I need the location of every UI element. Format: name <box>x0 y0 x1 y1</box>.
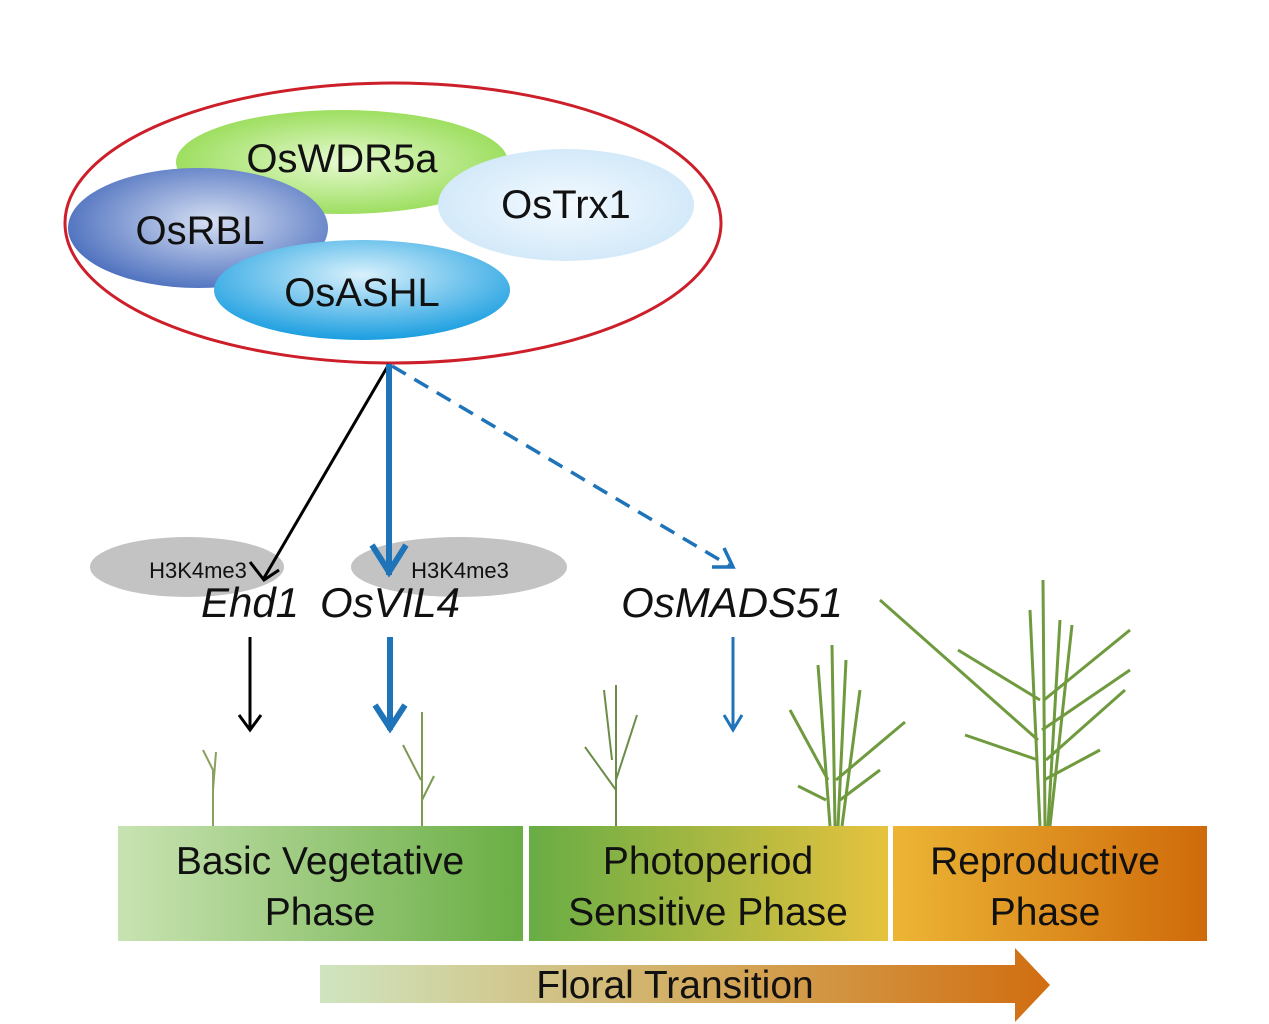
arrow-complex-to-osmads51-dashed <box>391 364 736 569</box>
protein-osrbl-label: OsRBL <box>136 209 265 253</box>
protein-ostrx1-shape <box>438 149 694 261</box>
arrow-osvil4-down <box>372 637 408 734</box>
phase-box-photoperiod-sensitive <box>529 826 888 941</box>
arrow-ehd1-down <box>237 637 263 733</box>
floral-transition-arrow <box>320 948 1050 1022</box>
phase-basic-vegetative-line2: Phase <box>265 891 376 934</box>
h3k4me3-label-ehd1: H3K4me3 <box>149 558 247 583</box>
h3k4me3-mark-ehd1 <box>90 537 284 597</box>
rice-plant-icon-4 <box>788 644 906 827</box>
gene-osvil4: OsVIL4 <box>320 579 460 626</box>
arrow-complex-to-osvil4 <box>369 364 409 578</box>
phase-photoperiod-line1: Photoperiod <box>603 840 813 883</box>
protein-oswdr5a-label: OsWDR5a <box>246 137 438 181</box>
rice-plant-icon-3 <box>584 685 638 826</box>
protein-ostrx1-label: OsTrx1 <box>501 183 631 227</box>
rice-seedling-icon-1 <box>202 749 217 826</box>
phase-photoperiod-line2: Sensitive Phase <box>568 891 848 934</box>
protein-osashl-label: OsASHL <box>284 271 440 315</box>
gene-ehd1: Ehd1 <box>201 579 299 626</box>
rice-seedling-icon-2 <box>402 712 435 826</box>
protein-osashl-shape <box>214 240 510 340</box>
floral-transition-label: Floral Transition <box>536 964 813 1007</box>
h3k4me3-label-osvil4: H3K4me3 <box>411 558 509 583</box>
phase-box-basic-vegetative <box>118 826 523 941</box>
rice-plant-icon-5 <box>879 579 1131 827</box>
phase-box-reproductive <box>893 826 1207 941</box>
phase-reproductive-line2: Phase <box>990 891 1101 934</box>
protein-complex: OsWDR5a OsTrx1 OsRBL OsASHL <box>63 81 723 365</box>
phase-basic-vegetative-line1: Basic Vegetative <box>176 840 464 883</box>
complex-outline <box>63 81 723 365</box>
arrow-osmads51-down <box>722 637 744 733</box>
gene-osmads51: OsMADS51 <box>621 579 843 626</box>
arrow-complex-to-ehd1 <box>248 363 391 583</box>
phase-reproductive-line1: Reproductive <box>930 840 1160 883</box>
